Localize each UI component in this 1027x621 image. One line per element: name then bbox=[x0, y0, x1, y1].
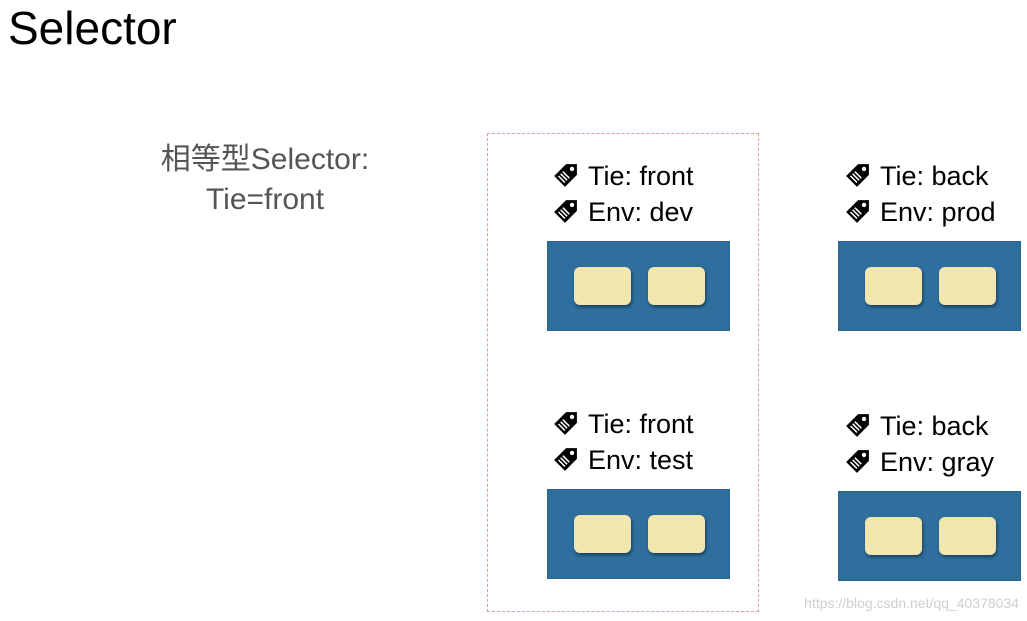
pod bbox=[547, 241, 730, 331]
container bbox=[865, 267, 922, 305]
pod bbox=[838, 491, 1021, 581]
container bbox=[939, 267, 996, 305]
env-label: Env: gray bbox=[844, 444, 994, 480]
env-text: Env: prod bbox=[880, 196, 996, 227]
tie-text: Tie: front bbox=[588, 408, 694, 439]
tag-icon bbox=[554, 448, 577, 471]
selector-type-label: 相等型Selector: bbox=[160, 143, 370, 176]
pod bbox=[838, 241, 1021, 331]
tie-text: Tie: back bbox=[880, 160, 989, 191]
container bbox=[865, 517, 922, 555]
env-label: Env: dev bbox=[552, 194, 693, 230]
container bbox=[574, 267, 631, 305]
pod bbox=[547, 489, 730, 579]
tag-icon bbox=[846, 200, 869, 223]
tag-icon bbox=[554, 412, 577, 435]
tag-icon bbox=[846, 450, 869, 473]
selection-highlight-box bbox=[487, 133, 759, 612]
tag-icon bbox=[554, 200, 577, 223]
tie-label: Tie: front bbox=[552, 158, 694, 194]
container bbox=[939, 517, 996, 555]
container bbox=[574, 515, 631, 553]
tag-icon bbox=[846, 414, 869, 437]
tag-icon bbox=[846, 164, 869, 187]
container bbox=[648, 515, 705, 553]
env-text: Env: dev bbox=[588, 196, 694, 227]
env-label: Env: prod bbox=[844, 194, 996, 230]
tie-text: Tie: front bbox=[588, 160, 694, 191]
watermark: https://blog.csdn.net/qq_40378034 bbox=[804, 595, 1019, 611]
selector-description: 相等型Selector: Tie=front bbox=[110, 140, 420, 220]
env-text: Env: gray bbox=[880, 446, 995, 477]
container bbox=[648, 267, 705, 305]
tie-label: Tie: back bbox=[844, 158, 989, 194]
selector-expression: Tie=front bbox=[205, 183, 325, 216]
tie-text: Tie: back bbox=[880, 410, 989, 441]
tag-icon bbox=[554, 164, 577, 187]
tie-label: Tie: back bbox=[844, 408, 989, 444]
tie-label: Tie: front bbox=[552, 406, 694, 442]
slide-title: Selector bbox=[8, 2, 177, 54]
env-label: Env: test bbox=[552, 442, 693, 478]
env-text: Env: test bbox=[588, 444, 694, 475]
